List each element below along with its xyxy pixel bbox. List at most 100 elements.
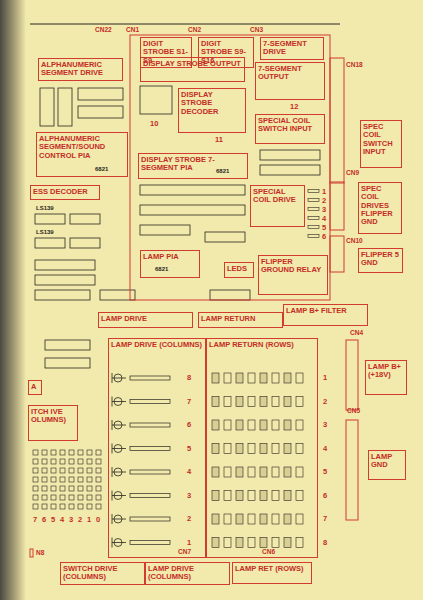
transistor-body: [284, 491, 291, 501]
ic-chip: [140, 86, 172, 114]
ic-chip: [35, 214, 65, 224]
pin-number: 2: [78, 516, 82, 524]
region-box: LAMP B+ (+18V): [365, 360, 407, 395]
pin-number: 1: [187, 539, 191, 547]
connector-outline: [330, 236, 344, 272]
diode-symbol: [51, 459, 56, 464]
region-outline: [130, 35, 330, 300]
diode-symbol: [69, 477, 74, 482]
transistor-body: [236, 491, 243, 501]
transistor-body: [248, 397, 255, 407]
region-box: LAMP GND: [368, 450, 406, 480]
transistor-body: [284, 467, 291, 477]
connector-name: CN4: [350, 330, 363, 337]
diode-symbol: [33, 495, 38, 500]
diode-symbol: [42, 477, 47, 482]
transistor-body: [296, 467, 303, 477]
transistor-body: [260, 467, 267, 477]
region-box: LAMP DRIVE (COLUMNS): [145, 562, 230, 585]
connector-outline: [30, 549, 33, 557]
region-label: LAMP RETURN (ROWS): [209, 341, 315, 349]
resistor-symbol: [130, 400, 170, 404]
transistor-body: [236, 514, 243, 524]
transistor-body: [224, 491, 231, 501]
transistor-body: [248, 420, 255, 430]
diode-symbol: [87, 450, 92, 455]
region-label: LAMP GND: [371, 453, 403, 470]
diode-symbol: [78, 459, 83, 464]
diode-symbol: [87, 504, 92, 509]
diode-symbol: [96, 495, 101, 500]
region-label: ESS DECODER: [33, 188, 97, 196]
transistor-body: [248, 467, 255, 477]
resistor-symbol: [130, 494, 170, 498]
region-box: LAMP RET (ROWS): [232, 562, 312, 584]
pin-number: 0: [96, 516, 100, 524]
diode-symbol: [51, 486, 56, 491]
connector-outline: [330, 182, 344, 230]
connector-outline: [346, 340, 358, 410]
ic-chip: [210, 290, 250, 300]
diode-symbol: [60, 468, 65, 473]
transistor-body: [296, 397, 303, 407]
diode-symbol: [78, 477, 83, 482]
transistor-body: [296, 491, 303, 501]
region-label: LAMP B+ (+18V): [368, 363, 404, 380]
diode-symbol: [51, 468, 56, 473]
connector-name: CN2: [188, 27, 201, 34]
transistor-lead: [112, 538, 126, 548]
resistor-symbol: [130, 470, 170, 474]
pin-number: 2: [323, 398, 327, 406]
region-box: A: [28, 380, 42, 395]
diode-symbol: [60, 477, 65, 482]
region-box: SPEC COIL SWITCH INPUT: [360, 120, 402, 168]
pin-number: 7: [187, 398, 191, 406]
pin-number: 1: [322, 188, 326, 196]
transistor-body: [236, 467, 243, 477]
transistor-body: [236, 373, 243, 383]
diode-symbol: [60, 459, 65, 464]
pin-number: 4: [60, 516, 64, 524]
transistor-lead: [112, 420, 126, 430]
pin-number: 11: [215, 136, 223, 144]
transistor-body: [296, 373, 303, 383]
pin-number: 4: [322, 215, 326, 223]
pin-number: 6: [187, 421, 191, 429]
diode-symbol: [78, 495, 83, 500]
region-label: 7-SEGMENT DRIVE: [263, 40, 321, 57]
diode-symbol: [78, 504, 83, 509]
transistor-body: [224, 373, 231, 383]
transistor-body: [272, 467, 279, 477]
resistor-symbol: [130, 423, 170, 427]
diode-symbol: [69, 504, 74, 509]
connector-name: CN5: [347, 408, 360, 415]
region-label: ALPHANUMERIC SEGMENT DRIVE: [41, 61, 120, 78]
ic-chip: [40, 88, 54, 126]
diode-symbol: [87, 459, 92, 464]
diode-symbol: [60, 450, 65, 455]
region-box: 7-SEGMENT DRIVE: [260, 37, 324, 60]
region-box: LAMP DRIVE: [98, 312, 193, 328]
transistor-body: [212, 538, 219, 548]
resistor-symbol: [130, 376, 170, 380]
region-label: LAMP DRIVE (COLUMNS): [111, 341, 203, 349]
region-label: DISPLAY STROBE 7-SEGMENT PIA: [141, 156, 245, 173]
resistor-symbol: [308, 235, 319, 238]
region-box: LEDS: [224, 262, 254, 278]
transistor-body: [236, 420, 243, 430]
board-edge: [30, 24, 340, 25]
resistor-symbol: [130, 447, 170, 451]
diode-symbol: [60, 504, 65, 509]
region-label: LAMP RETURN: [201, 315, 280, 323]
region-box: ESS DECODER: [30, 185, 100, 200]
region-box: SWITCH DRIVE (COLUMNS): [60, 562, 145, 585]
region-box: LAMP RETURN (ROWS): [206, 338, 318, 558]
connector-name: CN9: [346, 170, 359, 177]
transistor-body: [284, 538, 291, 548]
transistor-body: [284, 444, 291, 454]
transistor-body: [212, 491, 219, 501]
region-box: SPECIAL COIL SWITCH INPUT: [255, 114, 325, 144]
transistor-body: [284, 420, 291, 430]
transistor-lead: [112, 514, 126, 524]
region-box: ITCH IVE OLUMNS): [28, 405, 78, 441]
